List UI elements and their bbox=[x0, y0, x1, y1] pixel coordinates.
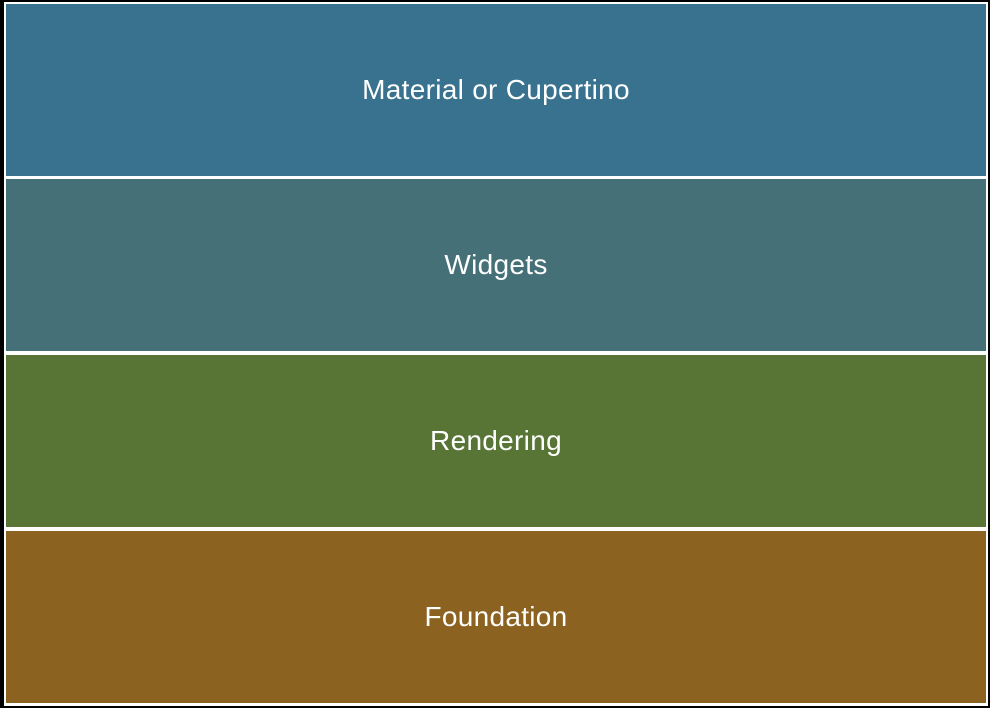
layer-material-or-cupertino: Material or Cupertino bbox=[6, 4, 986, 176]
layer-rendering: Rendering bbox=[6, 355, 986, 527]
architecture-stack-diagram: Material or Cupertino Widgets Rendering … bbox=[4, 2, 988, 706]
layer-widgets: Widgets bbox=[6, 179, 986, 351]
layer-foundation: Foundation bbox=[6, 531, 986, 703]
layer-label: Rendering bbox=[430, 425, 562, 456]
layer-label: Widgets bbox=[444, 249, 548, 280]
layer-label: Foundation bbox=[424, 601, 568, 632]
layer-label: Material or Cupertino bbox=[362, 74, 630, 105]
